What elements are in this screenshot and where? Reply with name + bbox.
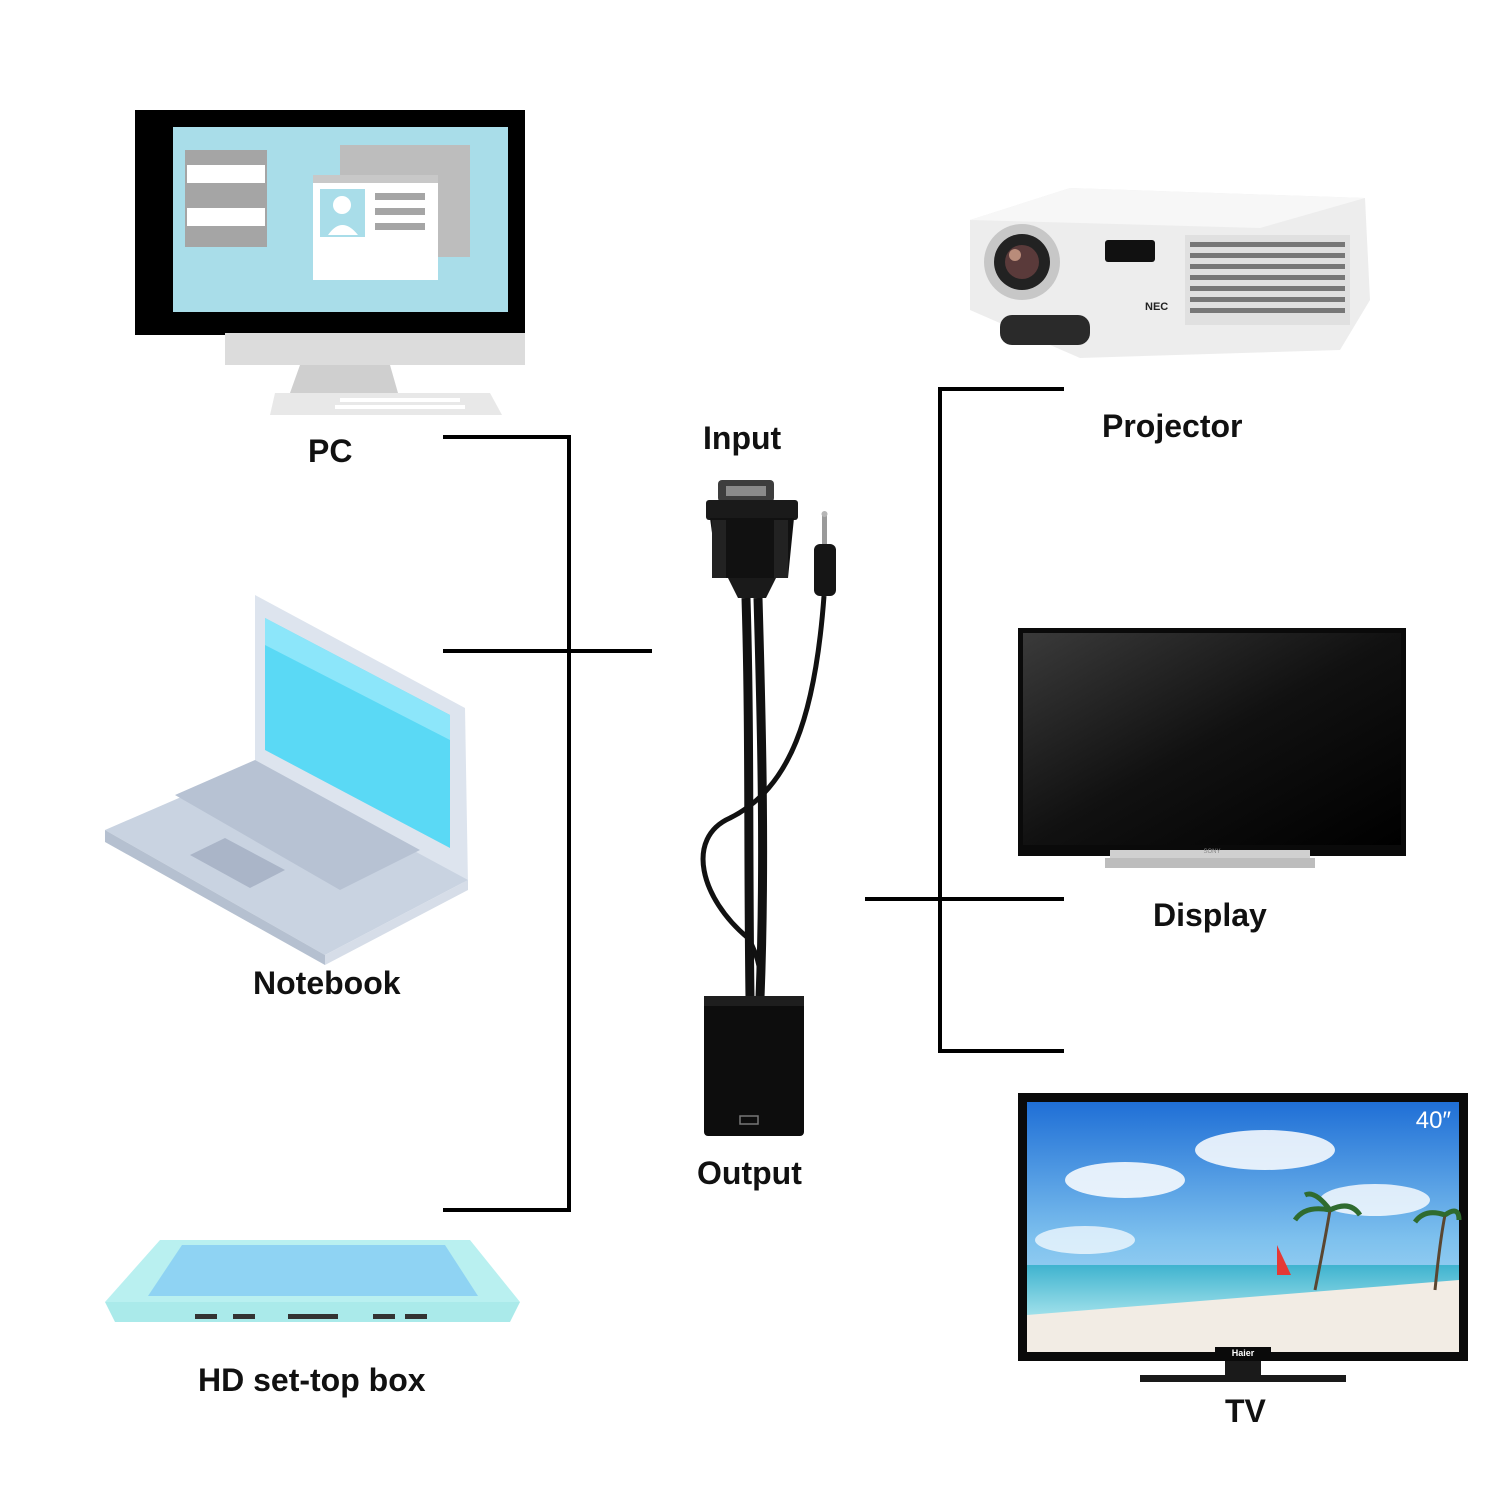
settop-label: HD set-top box — [198, 1362, 426, 1398]
tv-size-badge: 40″ — [1416, 1107, 1452, 1134]
display-connector-line — [865, 897, 1064, 901]
notebook-connector-line — [443, 649, 652, 653]
notebook-icon — [105, 595, 468, 965]
output-bus-line — [938, 387, 942, 1053]
projector-connector-line — [938, 387, 1064, 391]
tv-connector-line — [938, 1049, 1064, 1053]
projector-brand: NEC — [1145, 301, 1168, 313]
display-icon: SONY — [1018, 628, 1406, 868]
projector-label: Projector — [1102, 408, 1243, 444]
notebook-screen — [265, 618, 450, 848]
projector-icon: NEC — [970, 188, 1370, 358]
audio-jack — [822, 514, 827, 544]
tv-brand: Haier — [1232, 1348, 1255, 1358]
display-screen — [1023, 633, 1401, 845]
pc-icon — [135, 110, 525, 415]
vga-to-hdmi-adapter — [700, 480, 836, 1136]
settop-box-icon — [105, 1240, 520, 1322]
display-label: Display — [1153, 897, 1267, 933]
tv-icon: 40″ Haier — [1018, 1093, 1468, 1382]
source-bus-line — [567, 435, 571, 1212]
pc-connector-line — [443, 435, 571, 439]
output-label: Output — [697, 1155, 802, 1191]
pc-label: PC — [308, 433, 353, 469]
notebook-label: Notebook — [253, 965, 401, 1001]
input-label: Input — [703, 420, 782, 456]
settop-screen — [148, 1245, 478, 1296]
settop-connector-line — [443, 1208, 571, 1212]
display-brand: SONY — [1203, 849, 1220, 855]
hdmi-output-box — [704, 996, 804, 1136]
tv-label: TV — [1225, 1393, 1266, 1429]
